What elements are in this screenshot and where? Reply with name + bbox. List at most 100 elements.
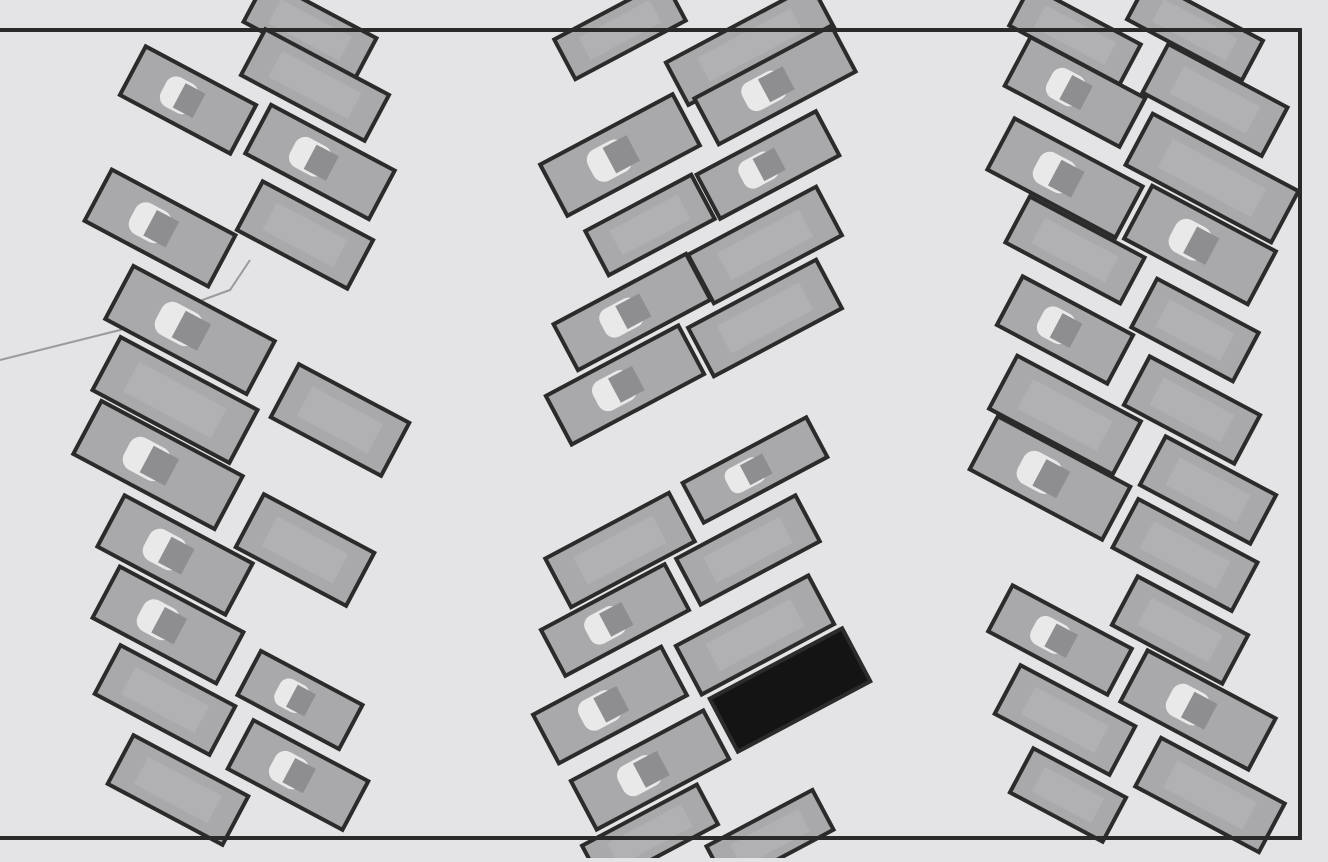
vehicle-box-outline bbox=[706, 625, 874, 755]
vehicle-box bbox=[91, 642, 239, 758]
vehicle-box bbox=[102, 263, 278, 397]
vehicle-box bbox=[550, 251, 714, 373]
vehicle-box bbox=[117, 43, 259, 157]
vehicle-body bbox=[609, 194, 691, 256]
vehicle-box bbox=[991, 662, 1139, 778]
vehicle-box bbox=[1001, 34, 1149, 150]
vehicle-box bbox=[268, 361, 412, 479]
vehicle-box bbox=[673, 492, 823, 608]
vehicle-box bbox=[89, 563, 247, 687]
vehicle-body bbox=[573, 515, 667, 585]
vehicle-roof bbox=[607, 365, 645, 403]
vehicle-box bbox=[985, 582, 1135, 698]
vehicle-box bbox=[685, 256, 845, 380]
vehicle-box bbox=[986, 352, 1144, 478]
highlighted-vehicle-box bbox=[706, 625, 874, 755]
vehicle-box bbox=[1139, 41, 1291, 159]
vehicle-roof bbox=[615, 293, 652, 330]
vehicle-roof bbox=[172, 83, 206, 119]
vehicle-box bbox=[89, 334, 261, 466]
vehicle-roof bbox=[157, 536, 195, 575]
vehicle-body bbox=[1017, 379, 1113, 451]
vehicle-box bbox=[1121, 353, 1263, 467]
vehicle-box bbox=[1007, 745, 1129, 845]
vehicle-box bbox=[543, 322, 707, 448]
vehicle-box bbox=[693, 108, 843, 222]
vehicle-box bbox=[1122, 110, 1302, 246]
vehicle-box bbox=[538, 561, 692, 679]
vehicle-box bbox=[224, 717, 372, 833]
vehicle-body bbox=[1157, 138, 1267, 218]
vehicle-body bbox=[1149, 377, 1235, 443]
vehicle-roof bbox=[282, 757, 316, 794]
vehicle-box bbox=[1002, 193, 1148, 307]
vehicle-box bbox=[1128, 276, 1262, 384]
vehicle-box bbox=[966, 413, 1134, 543]
vehicle-body bbox=[1031, 217, 1119, 283]
vehicle-box bbox=[984, 115, 1146, 241]
vehicle-roof bbox=[1049, 313, 1083, 349]
vehicle-box bbox=[691, 22, 859, 148]
vehicle-box bbox=[104, 732, 252, 848]
vehicle-body bbox=[716, 282, 814, 354]
vehicle-roof bbox=[632, 750, 670, 788]
vehicle-box bbox=[582, 172, 718, 278]
vehicle-body bbox=[1169, 66, 1261, 134]
vehicle-box bbox=[1121, 182, 1279, 308]
vehicle-body bbox=[703, 516, 793, 584]
vehicle-body bbox=[261, 516, 349, 584]
vehicle-box bbox=[537, 91, 703, 219]
vehicle-roof bbox=[1059, 74, 1093, 111]
vehicle-body bbox=[697, 8, 803, 82]
vehicle-body bbox=[705, 598, 805, 672]
vehicle-roof bbox=[171, 310, 212, 351]
vehicle-box bbox=[673, 572, 837, 698]
vehicle-body bbox=[1155, 299, 1235, 361]
vehicle-body bbox=[1137, 597, 1223, 663]
vehicle-box bbox=[238, 26, 392, 144]
vehicle-box bbox=[1109, 496, 1261, 614]
vehicle-roof bbox=[602, 135, 641, 174]
vehicle-body bbox=[1163, 760, 1257, 830]
vehicle-roof bbox=[739, 453, 773, 486]
vehicle-box bbox=[530, 643, 690, 767]
vehicle-box bbox=[1132, 735, 1288, 855]
vehicle-body bbox=[1139, 521, 1231, 589]
vehicle-body bbox=[134, 756, 222, 824]
vehicle-body bbox=[716, 209, 814, 281]
vehicle-body bbox=[296, 386, 384, 454]
vehicle-box bbox=[994, 273, 1136, 387]
vehicle-body bbox=[121, 666, 209, 734]
vehicle-box bbox=[1117, 647, 1279, 773]
vehicle-box bbox=[81, 166, 239, 290]
vehicle-box bbox=[568, 707, 732, 833]
vehicle-roof bbox=[757, 66, 795, 103]
vehicle-roof bbox=[1180, 691, 1218, 730]
vehicle-box bbox=[542, 490, 698, 610]
vehicle-roof bbox=[1032, 459, 1071, 499]
vehicle-box bbox=[234, 648, 366, 752]
vehicle-body bbox=[1033, 5, 1117, 65]
vehicle-roof bbox=[752, 147, 786, 182]
vehicle-box bbox=[234, 178, 376, 292]
vehicle-roof bbox=[151, 606, 188, 645]
vehicle-body bbox=[262, 202, 348, 268]
vehicle-roof bbox=[1044, 623, 1079, 658]
vehicle-roof bbox=[139, 445, 180, 486]
vehicle-roof bbox=[286, 684, 317, 717]
vehicle-roof bbox=[593, 686, 630, 723]
vehicle-box bbox=[1137, 433, 1279, 547]
vehicle-box bbox=[233, 491, 377, 609]
vehicle-body bbox=[1031, 766, 1105, 824]
vehicle-body bbox=[268, 51, 362, 119]
vehicle-box bbox=[94, 492, 256, 618]
vehicle-box bbox=[679, 414, 831, 526]
vehicle-body bbox=[123, 361, 227, 439]
vehicle-body bbox=[1165, 457, 1251, 523]
vehicle-roof bbox=[143, 209, 180, 248]
vehicle-body bbox=[607, 804, 693, 862]
vehicle-roof bbox=[1183, 226, 1220, 265]
vehicle-box bbox=[70, 398, 246, 532]
